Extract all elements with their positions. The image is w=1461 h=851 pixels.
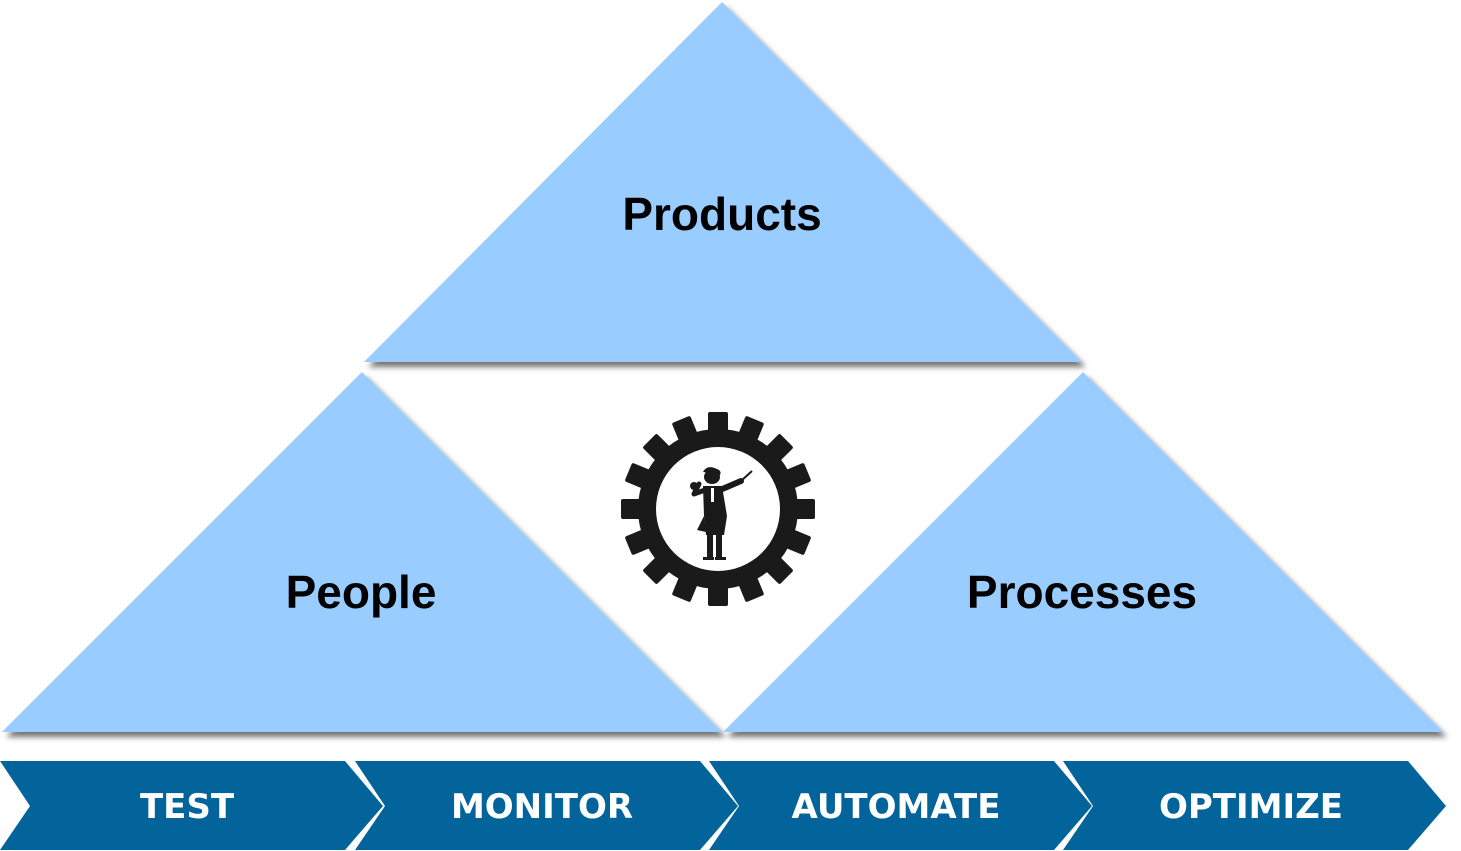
triangle-products-label: Products xyxy=(622,188,821,240)
conductor-silhouette xyxy=(690,467,753,560)
triangle-processes: Processes xyxy=(723,372,1443,732)
triangle-people-shape xyxy=(2,372,722,732)
step-automate: AUTOMATE xyxy=(709,761,1092,850)
step-optimize-shape xyxy=(1063,761,1446,850)
triangle-processes-shape xyxy=(723,372,1443,732)
gear-with-conductor-icon xyxy=(621,412,815,606)
triangle-processes-label: Processes xyxy=(967,566,1197,618)
step-optimize-label: OPTIMIZE xyxy=(1159,787,1343,827)
triangle-products-shape xyxy=(364,2,1082,362)
triangle-people: People xyxy=(2,372,722,732)
step-automate-label: AUTOMATE xyxy=(792,787,1001,827)
step-automate-shape xyxy=(709,761,1092,850)
step-monitor: MONITOR xyxy=(355,761,738,850)
step-test-label: TEST xyxy=(140,787,235,827)
step-monitor-label: MONITOR xyxy=(451,787,633,827)
step-test: TEST xyxy=(0,761,383,850)
step-monitor-shape xyxy=(355,761,738,850)
step-test-shape xyxy=(0,761,383,850)
triangle-products: Products xyxy=(364,2,1082,362)
step-optimize: OPTIMIZE xyxy=(1063,761,1446,850)
process-flow: TEST MONITOR AUTOMATE OPTIMIZE xyxy=(0,761,1446,850)
triangle-people-label: People xyxy=(286,566,437,618)
